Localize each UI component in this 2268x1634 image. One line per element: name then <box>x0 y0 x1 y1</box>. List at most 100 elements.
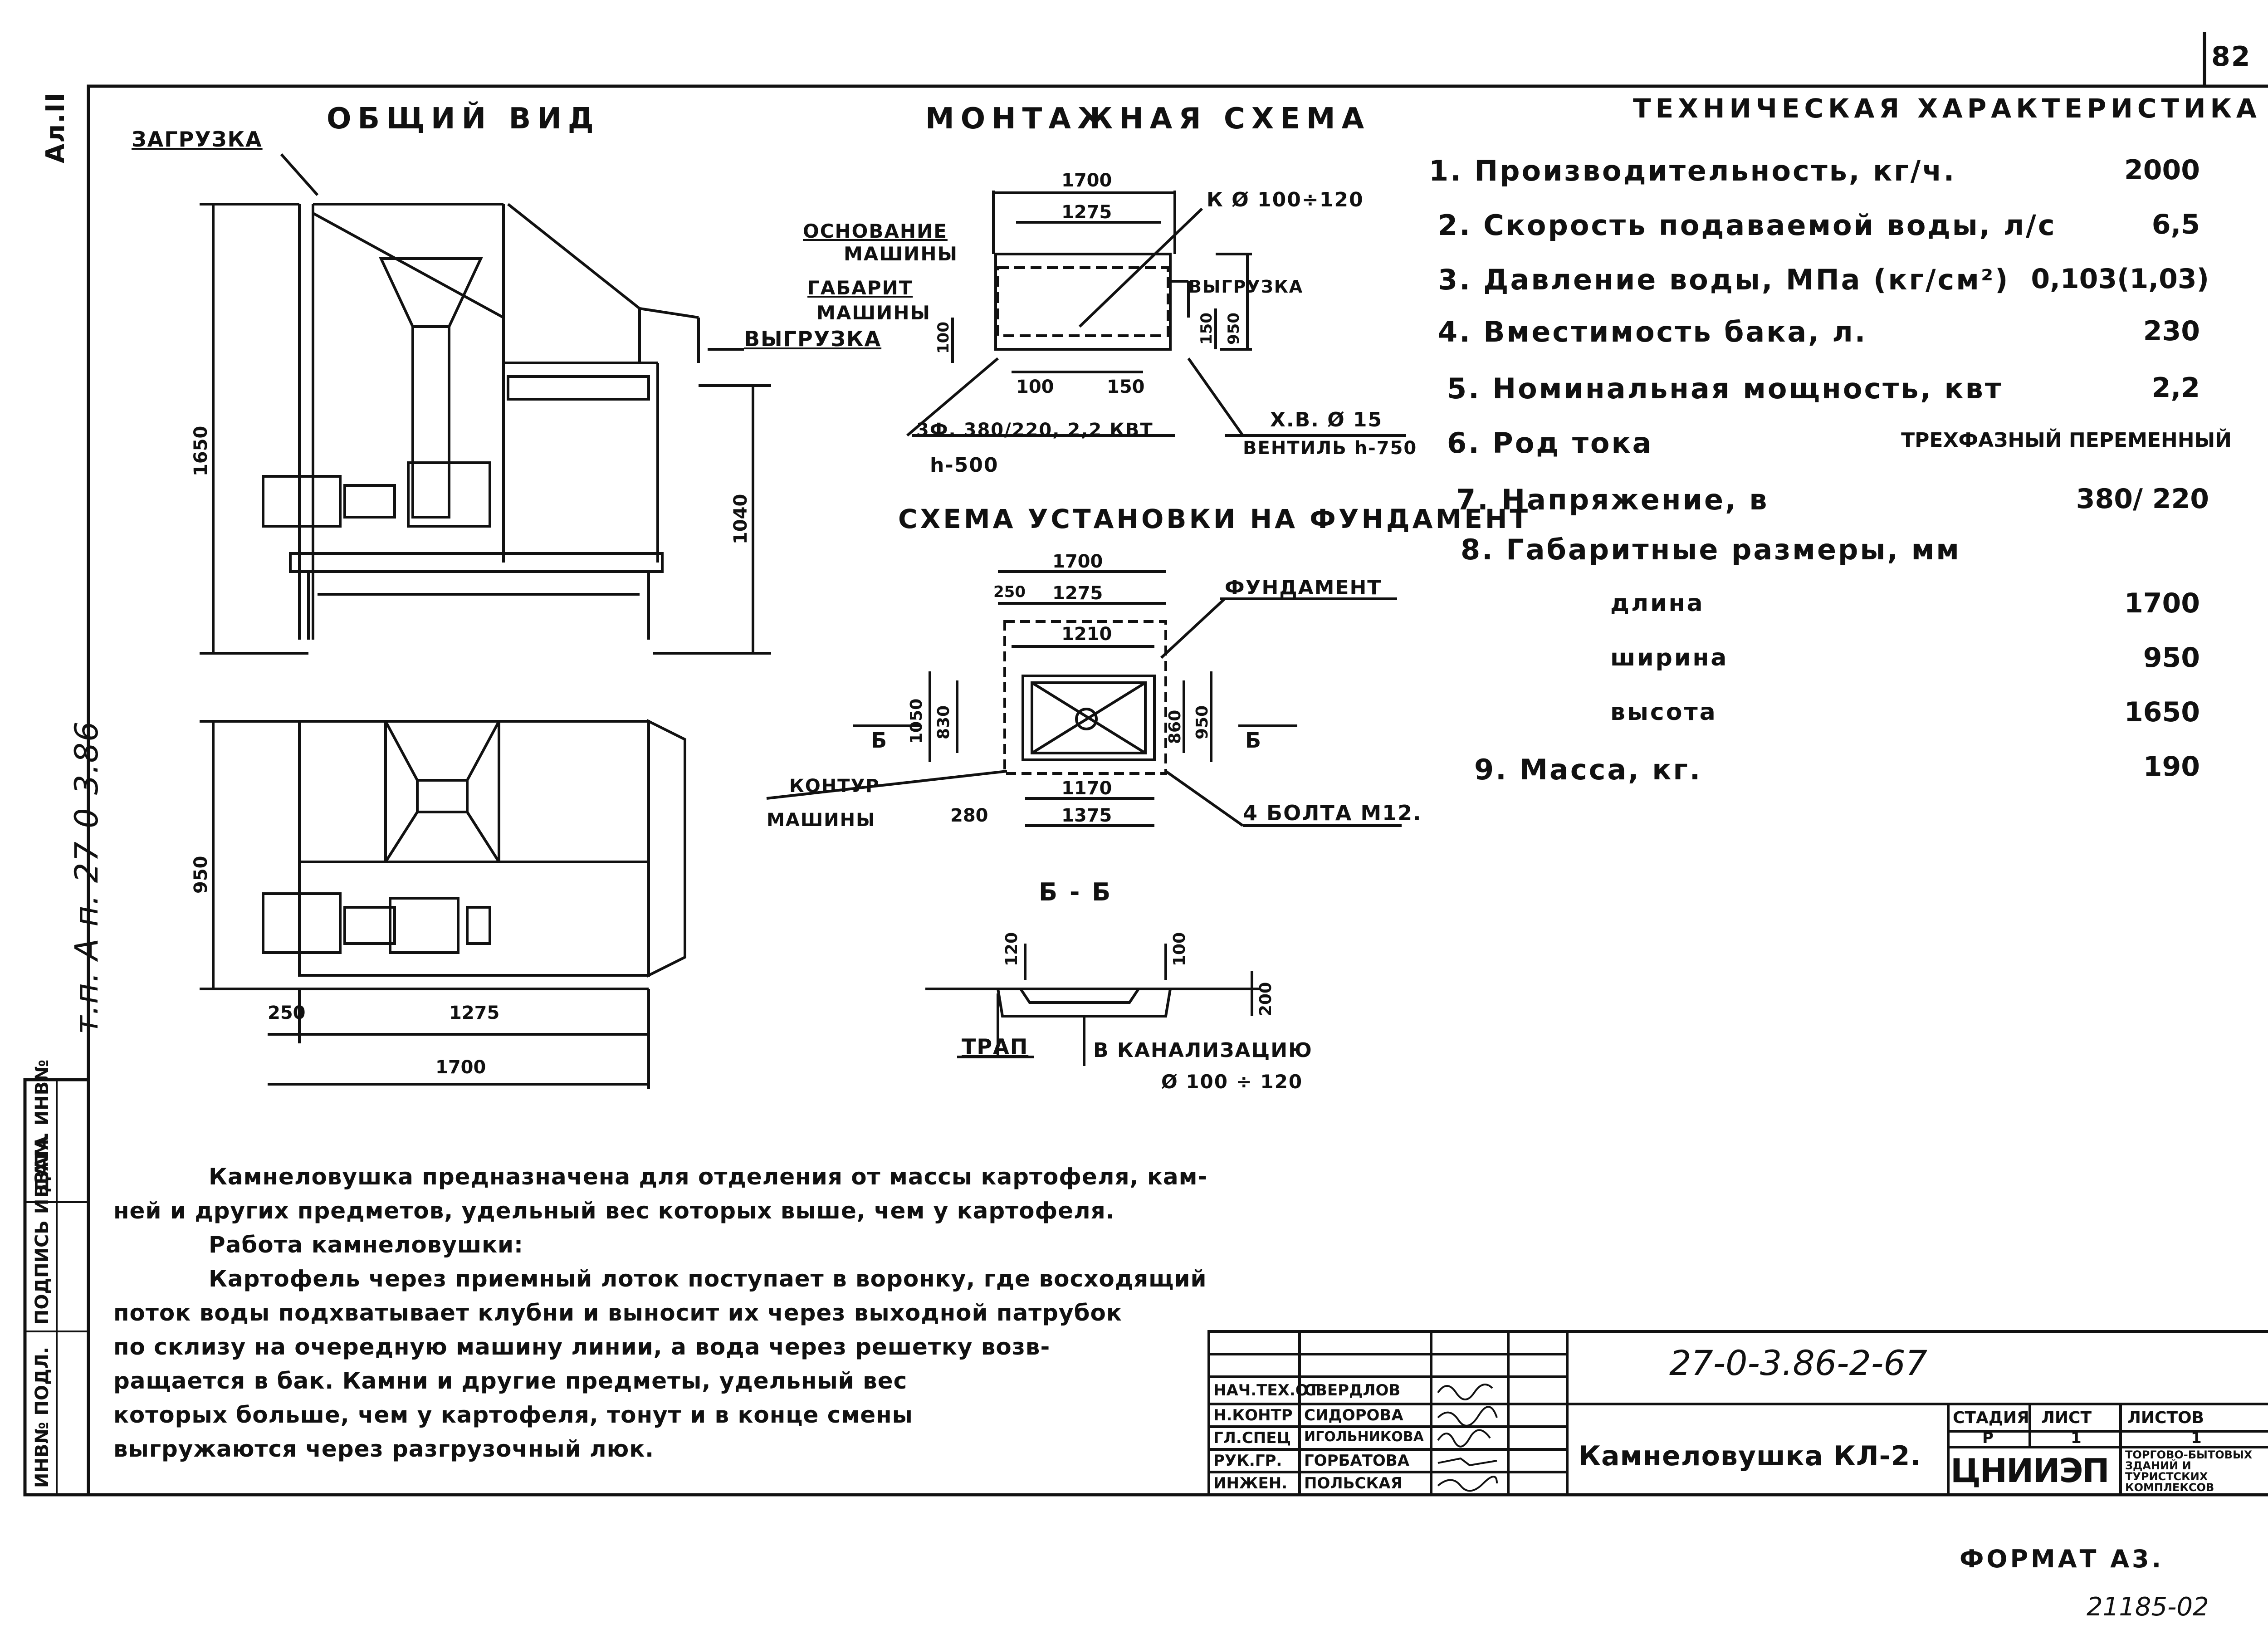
section-bb-drawing <box>925 944 1261 1066</box>
mount-dim-150: 150 <box>1107 377 1145 397</box>
fund-dim-1700: 1700 <box>1052 551 1103 572</box>
sheet-number: 82 <box>2211 41 2251 73</box>
signer-role: Н.КОНТР <box>1213 1406 1293 1424</box>
tech-item-value: 0,103(1,03) <box>2031 263 2209 295</box>
tech-item-label: длина <box>1610 590 1705 617</box>
description-line: по склизу на очередную машину линии, а в… <box>113 1334 1051 1360</box>
section-dim-100: 100 <box>1170 932 1189 966</box>
gabarit-label-2: МАШИНЫ <box>816 302 931 324</box>
bolts-label: 4 БОЛТА М12. <box>1243 801 1422 825</box>
format-label: ФОРМАТ А3. <box>1960 1545 2164 1573</box>
unload-label: ВЫГРУЗКА <box>744 327 882 351</box>
tech-item-label: 3. Давление воды, МПа (кг/см²) <box>1438 263 2010 296</box>
tech-item-value: 190 <box>2143 751 2200 783</box>
description-line: ней и других предметов, удельный вес кот… <box>113 1198 1115 1224</box>
sewer-label: В КАНАЛИЗАЦИЮ <box>1093 1039 1313 1062</box>
fund-dim-250: 250 <box>993 583 1026 601</box>
description-line: Картофель через приемный лоток поступает… <box>209 1266 1207 1292</box>
fund-dim-860: 860 <box>1166 709 1184 744</box>
contour-label-2: МАШИНЫ <box>767 810 876 831</box>
signer-name: ПОЛЬСКАЯ <box>1304 1474 1403 1492</box>
mount-dim-950: 950 <box>1225 313 1243 345</box>
general-view-title: ОБЩИЙ ВИД <box>327 102 600 136</box>
dim-height: 1650 <box>191 426 211 476</box>
mount-dim-100: 100 <box>1016 377 1054 397</box>
signer-role: РУК.ГР. <box>1213 1452 1282 1470</box>
tech-item-value: 1700 <box>2124 587 2200 619</box>
tech-item-label: 2. Скорость подаваемой воды, л/с <box>1438 209 2057 242</box>
stage-header: СТАДИЯ <box>1953 1409 2029 1427</box>
tech-item-value: 950 <box>2143 642 2200 674</box>
description-line: Камнеловушка предназначена для отделения… <box>209 1164 1208 1190</box>
signer-name: ГОРБАТОВА <box>1304 1452 1410 1470</box>
gabarit-label-1: ГАБАРИТ <box>807 277 913 299</box>
mount-dim-150-v: 150 <box>1198 313 1216 345</box>
trap-label: ТРАП <box>962 1034 1029 1059</box>
xv-label: Х.В. Ø 15 <box>1270 408 1383 431</box>
dim-1275: 1275 <box>449 1003 500 1023</box>
general-view-plan <box>200 719 686 1089</box>
fund-dim-950: 950 <box>1193 705 1212 739</box>
tech-item-label: 5. Номинальная мощность, квт <box>1447 372 2003 405</box>
doc-code: 27-0-3.86-2-67 <box>1669 1343 1928 1383</box>
tech-item-value: 380/ 220 <box>2076 483 2209 515</box>
section-mark-left: Б <box>871 728 888 753</box>
tech-item-label: 9. Масса, кг. <box>1474 753 1702 786</box>
sheets-value: 1 <box>2191 1429 2202 1447</box>
tech-item-label: ширина <box>1610 644 1729 671</box>
base-label-1: ОСНОВАНИЕ <box>803 220 948 242</box>
foundation-drawing <box>766 570 1402 827</box>
mount-dim-100-v: 100 <box>934 322 953 354</box>
tech-item-label: 4. Вместимость бака, л. <box>1438 315 1867 348</box>
mount-dim-1275: 1275 <box>1061 202 1112 223</box>
mounting-scheme-drawing <box>906 191 1406 437</box>
contour-label-1: КОНТУР <box>789 776 880 797</box>
base-label-2: МАШИНЫ <box>844 243 958 265</box>
tech-item-label: 6. Род тока <box>1447 426 1653 460</box>
description-line: Работа камнеловушки: <box>209 1232 524 1258</box>
power-label: 3Ф. 380/220, 2,2 КВТ <box>916 420 1154 440</box>
sheet-value: 1 <box>2071 1429 2082 1447</box>
valve-label: ВЕНТИЛЬ h-750 <box>1243 438 1418 459</box>
tech-item-value: 230 <box>2143 315 2200 347</box>
mount-dim-1700: 1700 <box>1061 170 1112 191</box>
dim-250: 250 <box>268 1003 306 1023</box>
side-stamp-replace-inv: ВЗАМ. ИНВ№ <box>32 1059 53 1198</box>
stage-value: Р <box>1982 1429 1994 1447</box>
tech-item-label: 8. Габаритные размеры, мм <box>1461 533 1961 566</box>
mounting-title: МОНТАЖНАЯ СХЕМА <box>925 102 1371 136</box>
tech-item-label: высота <box>1610 699 1717 726</box>
fund-dim-1050: 1050 <box>907 698 926 744</box>
corner-mark: Ал.II <box>41 92 70 163</box>
series-code: т.п. А п. 27-0-3.86 <box>68 720 105 1034</box>
tech-item-value: 1650 <box>2124 696 2200 728</box>
tech-item-label: 1. Производительность, кг/ч. <box>1429 154 1956 187</box>
tech-item-value: 2000 <box>2124 154 2200 186</box>
foundation-title: СХЕМА УСТАНОВКИ НА ФУНДАМЕНТ <box>898 504 1531 534</box>
section-dim-200: 200 <box>1256 982 1275 1016</box>
signer-name: СВЕРДЛОВ <box>1304 1381 1401 1399</box>
k-label: К Ø 100÷120 <box>1207 188 1364 211</box>
signer-role: НАЧ.ТЕХ.ОТ <box>1213 1381 1319 1399</box>
tech-item-label: 7. Напряжение, в <box>1456 483 1769 516</box>
mount-unload-label: ВЫГРУЗКА <box>1188 277 1304 297</box>
sheet-frame <box>87 84 2268 1497</box>
description-line: ращается в бак. Камни и другие предметы,… <box>113 1368 908 1394</box>
dim-1040: 1040 <box>730 494 751 544</box>
inventory-number: 21185-02 <box>2087 1592 2209 1622</box>
dim-1700: 1700 <box>435 1057 486 1078</box>
signer-role: ГЛ.СПЕЦ <box>1213 1429 1291 1447</box>
section-title: Б - Б <box>1039 878 1113 906</box>
fund-dim-280: 280 <box>950 805 988 826</box>
tech-item-value: ТРЕХФАЗНЫЙ ПЕРЕМЕННЫЙ <box>1901 429 2232 452</box>
fund-dim-1275: 1275 <box>1052 583 1103 604</box>
fund-dim-1170: 1170 <box>1061 778 1112 799</box>
org-logo: ЦНИИЭП <box>1950 1452 2110 1490</box>
fund-dim-1210: 1210 <box>1061 624 1112 645</box>
h-label: h-500 <box>930 454 999 477</box>
load-label: ЗАГРУЗКА <box>132 127 263 152</box>
drawing-name: Камнеловушка КЛ-2. <box>1579 1440 1921 1472</box>
section-dim-120: 120 <box>1002 932 1021 966</box>
tech-item-value: 6,5 <box>2151 209 2200 240</box>
